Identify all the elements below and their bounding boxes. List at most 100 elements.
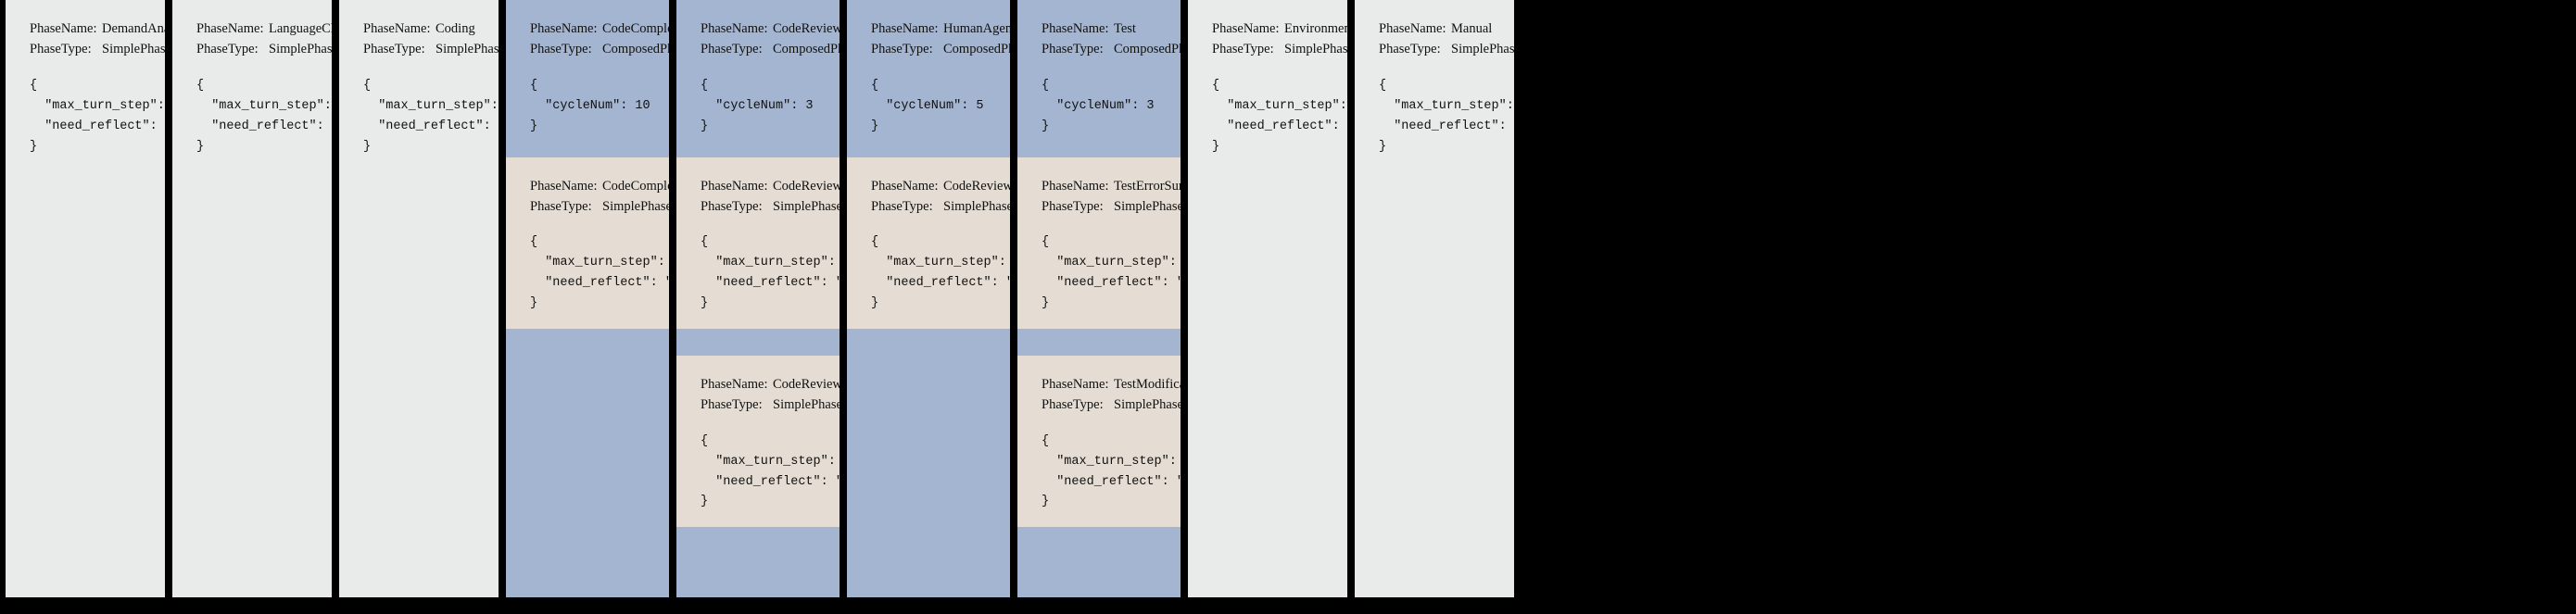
sub-phase-gap (1017, 335, 1181, 356)
phase-header: PhaseName: TestModificationPhaseType: Simp… (1042, 374, 1181, 416)
phase-type-row: PhaseType: SimplePhase (363, 39, 499, 59)
phase-column[interactable]: PhaseName:CodeCompleteAllPhaseType: Compo… (506, 0, 669, 597)
sub-phase-block: PhaseName:CodeCompletePhaseType: SimplePh… (506, 157, 669, 329)
phase-type-label: PhaseType: (1042, 198, 1104, 214)
phase-config-json: { "max_turn_step": 1, "need_reflect": "F… (701, 235, 840, 311)
sub-phase-block: PhaseName:CodeReviewHumanPhaseType:Simpl… (847, 157, 1010, 329)
phase-type-row: PhaseType: SimplePhase (1042, 196, 1181, 217)
phase-name-value: LanguageChoose (269, 21, 332, 36)
phase-name-value: TestErrorSummary (1114, 178, 1181, 194)
phase-type-value: SimplePhase (102, 42, 165, 57)
column-spacer (1017, 137, 1181, 157)
phase-type-label: PhaseType: (530, 42, 592, 57)
phase-name-row: PhaseName:LanguageChoose (196, 19, 332, 39)
phase-name-row: PhaseName: HumanAgentInteraction (871, 19, 1010, 39)
sub-phase-block: PhaseName: TestErrorSummaryPhaseType: Simp… (1017, 157, 1181, 329)
phase-config-json: { "max_turn_step": -1, "need_reflect": "… (30, 78, 165, 154)
phase-name-label: PhaseName: (1042, 178, 1109, 194)
phase-type-row: PhaseType:ComposedPhase (1042, 39, 1181, 59)
phase-config-json: { "cycleNum": 3 } (701, 78, 814, 133)
phase-config-json: { "max_turn_step": 1, "need_reflect": "F… (363, 78, 499, 154)
phase-column[interactable]: PhaseName: DemandAnalysisPhaseType: Simple… (6, 0, 165, 597)
phase-block: PhaseName:EnvironmentDocPhaseType:Simple… (1188, 0, 1347, 157)
phase-name-row: PhaseName:CodeCompleteAll (530, 19, 669, 39)
phase-name-row: PhaseName:CodeComplete (530, 176, 669, 196)
phase-name-label: PhaseName: (1379, 21, 1446, 36)
phase-header: PhaseName:CodeCompleteAllPhaseType: Compo… (530, 19, 669, 60)
phase-block: PhaseName: DemandAnalysisPhaseType: Simple… (6, 0, 165, 157)
phase-type-value: SimplePhase (1114, 198, 1181, 214)
phase-name-value: CodeCompleteAll (602, 21, 669, 36)
phase-name-row: PhaseName: TestModification (1042, 374, 1181, 395)
phase-type-row: PhaseType:SimplePhase (1212, 39, 1347, 59)
phase-type-value: SimplePhase (436, 42, 499, 57)
phase-name-value: CodeReviewHuman (943, 178, 1010, 194)
phase-config-json: { "cycleNum": 3 } (1042, 78, 1155, 133)
phase-name-row: PhaseName: DemandAnalysis (30, 19, 165, 39)
phase-type-value: SimplePhase (773, 198, 840, 214)
phase-type-label: PhaseType: (701, 198, 763, 214)
phase-name-label: PhaseName: (30, 21, 97, 36)
phase-name-label: PhaseName: (871, 21, 939, 36)
phase-block: PhaseName:CodeCompleteAllPhaseType: Compo… (506, 0, 669, 137)
phase-name-row: PhaseName:EnvironmentDoc (1212, 19, 1347, 39)
phase-header: PhaseName:CodeReviewModificationPhaseTyp… (701, 374, 840, 416)
phase-config-json: { "max_turn_step": 1, "need_reflect": "F… (1379, 78, 1514, 154)
phase-column[interactable]: PhaseName: HumanAgentInteractionPhaseType… (847, 0, 1010, 597)
phase-type-label: PhaseType: (1042, 397, 1104, 413)
phase-header: PhaseName: HumanAgentInteractionPhaseType… (871, 19, 1010, 60)
phase-type-label: PhaseType: (1379, 42, 1441, 57)
phase-type-row: PhaseType:SimplePhase (871, 196, 1010, 217)
phase-type-label: PhaseType: (363, 42, 425, 57)
phase-type-label: PhaseType: (1212, 42, 1274, 57)
phase-name-value: HumanAgentInteraction (943, 21, 1010, 36)
phase-type-label: PhaseType: (530, 198, 592, 214)
phase-name-label: PhaseName: (701, 376, 768, 392)
phase-type-value: ComposedPhase (602, 42, 669, 57)
phase-name-value: CodeReview (773, 21, 840, 36)
phase-column[interactable]: PhaseName:LanguageChoosePhaseType: Simple… (172, 0, 332, 597)
phase-config-json: { "max_turn_step": -1, "need_reflect": "… (196, 78, 332, 154)
phase-type-label: PhaseType: (701, 42, 763, 57)
phase-type-value: SimplePhase (1114, 397, 1181, 413)
phase-type-row: PhaseType: ComposedPhase (701, 39, 840, 59)
phase-config-json: { "max_turn_step": 1, "need_reflect": "F… (701, 433, 840, 509)
phase-type-row: PhaseType: SimplePhase (1042, 395, 1181, 415)
phase-name-value: CodeReviewComment (773, 178, 840, 194)
phase-type-value: SimplePhase (269, 42, 332, 57)
phase-header: PhaseName:CodeReviewHumanPhaseType:Simpl… (871, 176, 1010, 218)
phase-config-json: { "cycleNum": 5 } (871, 78, 984, 133)
phase-type-value: SimplePhase (602, 198, 669, 214)
phase-type-value: ComposedPhase (773, 42, 840, 57)
phase-type-value: ComposedPhase (1114, 42, 1181, 57)
column-spacer (676, 137, 840, 157)
phase-config-json: { "max_turn_step": 1, "need_reflect": "F… (530, 235, 669, 311)
phase-column[interactable]: PhaseName:EnvironmentDocPhaseType:Simple… (1188, 0, 1347, 597)
phase-column[interactable]: PhaseName:CodeReviewPhaseType:ComposedPh… (676, 0, 840, 597)
phase-name-label: PhaseName: (1042, 376, 1109, 392)
phase-type-label: PhaseType: (196, 42, 259, 57)
phase-type-row: PhaseType:ComposedPhase (871, 39, 1010, 59)
phase-type-row: PhaseType:SimplePhase (1379, 39, 1514, 59)
column-spacer (506, 137, 669, 157)
phase-header: PhaseName: DemandAnalysisPhaseType: Simple… (30, 19, 165, 60)
phase-name-value: DemandAnalysis (102, 21, 165, 36)
phase-name-value: TestModification (1114, 376, 1181, 392)
phase-type-row: PhaseType: SimplePhase (30, 39, 165, 59)
phase-name-row: PhaseName:CodeReview (701, 19, 840, 39)
phase-config-json: { "cycleNum": 10 } (530, 78, 650, 133)
phase-header: PhaseName:CodeReviewCommentPhaseType:Sim… (701, 176, 840, 218)
phase-name-row: PhaseName: TestErrorSummary (1042, 176, 1181, 196)
phase-name-label: PhaseName: (363, 21, 431, 36)
phase-type-row: PhaseType: SimplePhase (196, 39, 332, 59)
phase-type-label: PhaseType: (30, 42, 92, 57)
phase-name-row: PhaseName:Coding (363, 19, 499, 39)
